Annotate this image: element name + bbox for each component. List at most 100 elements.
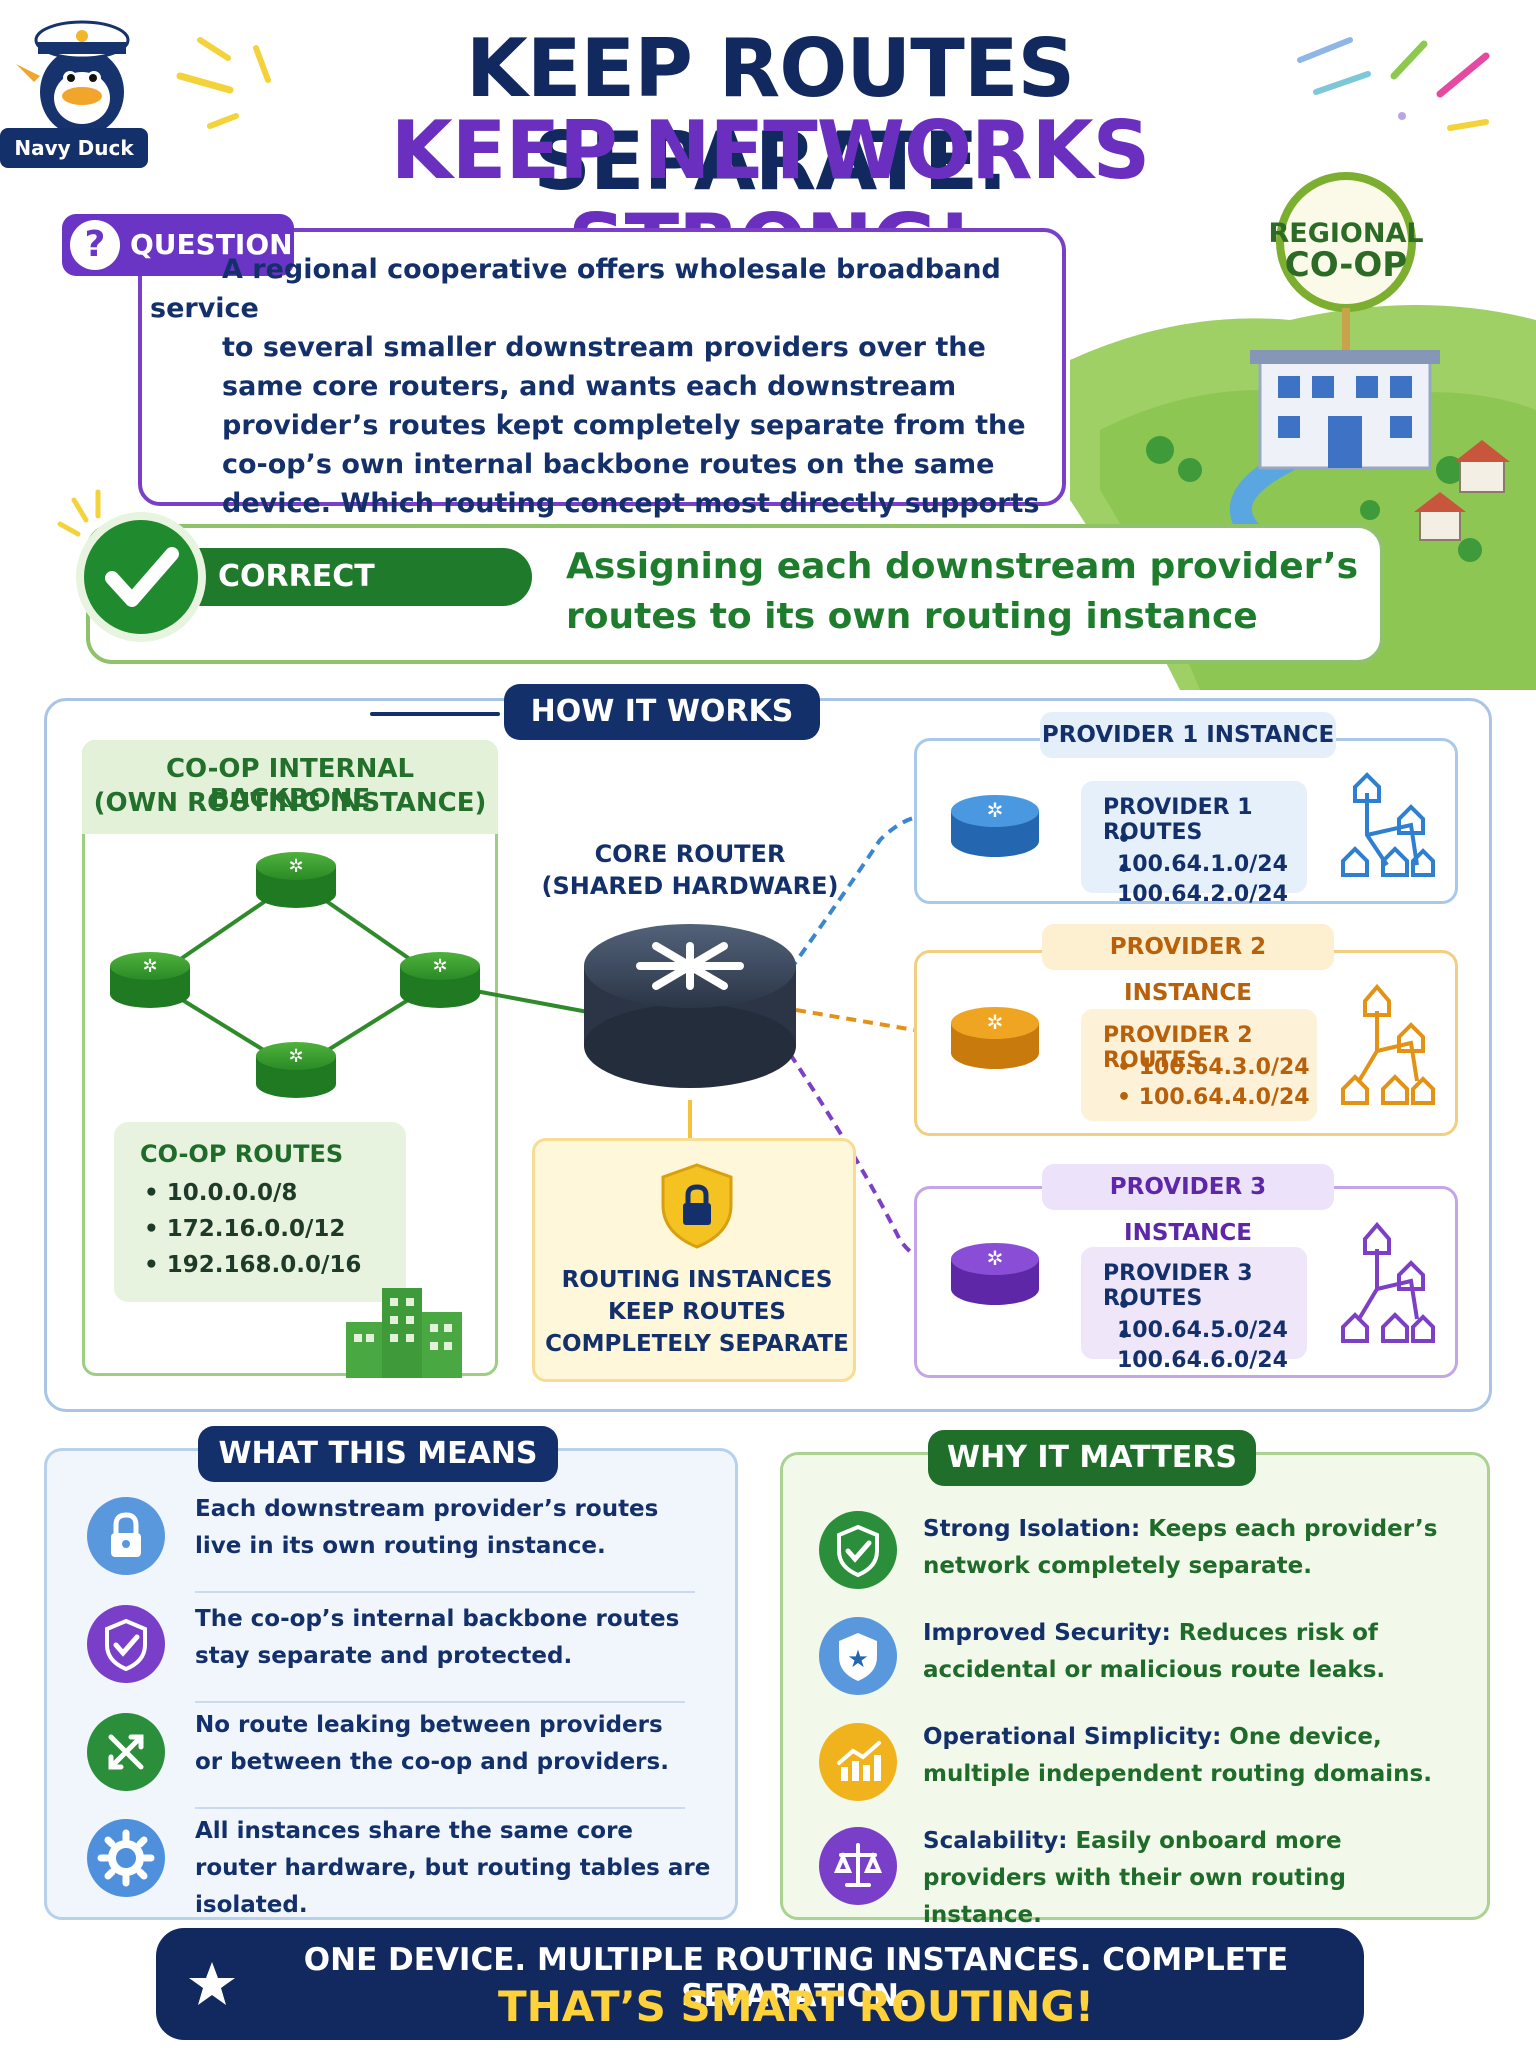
shield-text-line: KEEP ROUTES bbox=[607, 1299, 786, 1325]
coop-routes-title: CO-OP ROUTES bbox=[140, 1140, 344, 1168]
core-router-label: CORE ROUTER bbox=[594, 840, 786, 868]
question-mark-icon: ? bbox=[70, 220, 120, 270]
provider-1-route-item: • 100.64.1.0/24 bbox=[1117, 827, 1288, 877]
backbone-title-line-2: (OWN ROUTING INSTANCE) bbox=[93, 788, 487, 818]
provider-3-routes-title: PROVIDER 3 ROUTES bbox=[1103, 1261, 1253, 1311]
navy-duck-logo bbox=[10, 12, 150, 172]
chart-up-icon bbox=[819, 1723, 897, 1801]
provider-2-instance-label: PROVIDER 2 INSTANCE bbox=[1042, 924, 1334, 1006]
backbone-router-right: ✲ bbox=[400, 952, 480, 1008]
confetti-left-decoration bbox=[176, 37, 271, 129]
confetti-right-decoration bbox=[1297, 37, 1490, 131]
sign-line-1: REGIONAL bbox=[1268, 218, 1423, 249]
shield-check-icon bbox=[87, 1605, 165, 1683]
building-icon bbox=[346, 1288, 462, 1378]
provider-1-router-icon: ✲ bbox=[951, 795, 1039, 857]
provider-1-routes-box: PROVIDER 1 ROUTES • 100.64.1.0/24 • 100.… bbox=[1081, 781, 1307, 907]
matters-item-title: Improved Security: bbox=[923, 1620, 1171, 1646]
backbone-router-top: ✲ bbox=[256, 852, 336, 908]
matters-item-text: Strong Isolation: Keeps each provider’s … bbox=[923, 1516, 1438, 1579]
lock-icon bbox=[87, 1497, 165, 1575]
divider bbox=[195, 1591, 695, 1593]
why-it-matters-panel: Strong Isolation: Keeps each provider’s … bbox=[780, 1452, 1490, 1928]
divider bbox=[195, 1701, 685, 1703]
sign-line-2: CO-OP bbox=[1285, 245, 1407, 285]
means-item-text: No route leaking between providers or be… bbox=[195, 1712, 669, 1775]
provider-3-instance-label: PROVIDER 3 INSTANCE bbox=[1042, 1164, 1334, 1246]
backbone-header: CO-OP INTERNAL BACKBONE (OWN ROUTING INS… bbox=[82, 740, 498, 834]
svg-text:✲: ✲ bbox=[987, 1246, 1004, 1270]
navy-duck-badge: Navy Duck bbox=[0, 128, 148, 168]
provider-3-route-item: • 100.64.6.0/24 bbox=[1117, 1323, 1288, 1373]
summary-banner: ONE DEVICE. MULTIPLE ROUTING INSTANCES. … bbox=[156, 1928, 1364, 2040]
banner-line-2: THAT’S SMART ROUTING! bbox=[498, 1982, 1094, 2031]
provider-3-router-icon: ✲ bbox=[951, 1243, 1039, 1305]
svg-text:★: ★ bbox=[847, 1645, 869, 1673]
what-this-means-label: WHAT THIS MEANS bbox=[198, 1426, 558, 1482]
provider-1-route-item: • 100.64.2.0/24 bbox=[1117, 857, 1288, 907]
coop-routes-box: CO-OP ROUTES • 10.0.0.0/8 • 172.16.0.0/1… bbox=[114, 1122, 406, 1302]
svg-text:✲: ✲ bbox=[432, 956, 447, 977]
gear-icon bbox=[87, 1819, 165, 1897]
shield-star-icon: ★ bbox=[819, 1617, 897, 1695]
matters-item-text: Scalability: Easily onboard more provide… bbox=[923, 1828, 1346, 1928]
provider-2-houses-icon bbox=[1341, 983, 1435, 1105]
provider-1-houses-icon bbox=[1341, 772, 1435, 877]
backbone-title-line-1: CO-OP INTERNAL BACKBONE bbox=[165, 754, 415, 814]
shield-text-line: ROUTING INSTANCES bbox=[561, 1267, 833, 1293]
provider-2-router-icon: ✲ bbox=[951, 1007, 1039, 1069]
link-provider-2 bbox=[795, 1008, 951, 1038]
matters-item-title: Strong Isolation: bbox=[923, 1516, 1141, 1542]
shield-check-icon bbox=[819, 1511, 897, 1589]
network-diagram: ✲ ✲ ✲ ✲ bbox=[110, 813, 960, 1270]
svg-text:✲: ✲ bbox=[987, 1010, 1004, 1034]
duck-mascot-icon bbox=[16, 20, 130, 136]
question-label: QUESTION: bbox=[130, 228, 304, 261]
shield-lock-icon bbox=[661, 1163, 733, 1249]
provider-1-panel: ✲ PROVIDER 1 ROUTES • 100.64.1.0/24 • 10… bbox=[914, 738, 1458, 907]
provider-2-route-item: • 100.64.3.0/24 bbox=[1117, 1055, 1310, 1080]
core-router-sublabel: (SHARED HARDWARE) bbox=[541, 872, 839, 900]
coop-route-item: • 172.16.0.0/12 bbox=[144, 1216, 346, 1242]
no-leak-icon bbox=[87, 1713, 165, 1791]
coop-route-item: • 10.0.0.0/8 bbox=[144, 1180, 298, 1206]
backbone-router-bottom: ✲ bbox=[256, 1042, 336, 1098]
why-it-matters-label: WHY IT MATTERS bbox=[928, 1430, 1256, 1486]
how-it-works-label: HOW IT WORKS bbox=[504, 684, 820, 740]
shield-text-line: COMPLETELY SEPARATE bbox=[545, 1331, 849, 1357]
separation-shield-box: ROUTING INSTANCES KEEP ROUTES COMPLETELY… bbox=[532, 1138, 856, 1382]
scales-icon bbox=[819, 1827, 897, 1905]
banner-line-1: ONE DEVICE. MULTIPLE ROUTING INSTANCES. … bbox=[303, 1942, 1289, 2014]
backbone-router-left: ✲ bbox=[110, 952, 190, 1008]
what-this-means-panel: Each downstream provider’s routes live i… bbox=[44, 1448, 738, 1920]
provider-2-route-item: • 100.64.4.0/24 bbox=[1117, 1085, 1310, 1110]
how-it-works-accent bbox=[370, 712, 500, 716]
provider-2-routes-title: PROVIDER 2 ROUTES bbox=[1103, 1023, 1253, 1073]
divider bbox=[195, 1807, 685, 1809]
matters-item-text: Improved Security: Reduces risk of accid… bbox=[923, 1620, 1386, 1683]
means-item-text: The co-op’s internal backbone routes sta… bbox=[195, 1606, 680, 1669]
sparkle-decoration bbox=[57, 489, 101, 537]
backbone-links bbox=[148, 878, 589, 1072]
provider-3-route-item: • 100.64.5.0/24 bbox=[1117, 1293, 1288, 1343]
core-router bbox=[584, 924, 796, 1088]
check-icon bbox=[76, 512, 206, 642]
svg-text:✲: ✲ bbox=[288, 1046, 303, 1067]
question-tag: ? QUESTION: bbox=[62, 214, 304, 276]
provider-3-houses-icon bbox=[1341, 1221, 1435, 1343]
svg-text:✲: ✲ bbox=[288, 856, 303, 877]
provider-1-instance-label: PROVIDER 1 INSTANCE bbox=[1040, 712, 1336, 758]
question-box bbox=[138, 228, 1066, 506]
link-provider-3 bbox=[788, 1052, 957, 1270]
provider-2-routes-box: PROVIDER 2 ROUTES • 100.64.3.0/24 • 100.… bbox=[1081, 1009, 1317, 1121]
means-item-text: Each downstream provider’s routes live i… bbox=[195, 1496, 659, 1559]
page-title-line-1: KEEP ROUTES SEPARATE. bbox=[465, 22, 1075, 208]
coop-route-item: • 192.168.0.0/16 bbox=[144, 1252, 362, 1278]
question-text-first-line: A regional cooperative offers wholesale … bbox=[150, 254, 1001, 324]
svg-text:✲: ✲ bbox=[142, 956, 157, 977]
svg-text:✲: ✲ bbox=[987, 798, 1004, 822]
provider-2-panel: ✲ PROVIDER 2 ROUTES • 100.64.3.0/24 • 10… bbox=[914, 950, 1458, 1136]
matters-item-title: Operational Simplicity: bbox=[923, 1724, 1222, 1750]
answer-tag: CORRECT ANSWER: bbox=[196, 548, 532, 652]
provider-3-routes-box: PROVIDER 3 ROUTES • 100.64.5.0/24 • 100.… bbox=[1081, 1247, 1307, 1373]
